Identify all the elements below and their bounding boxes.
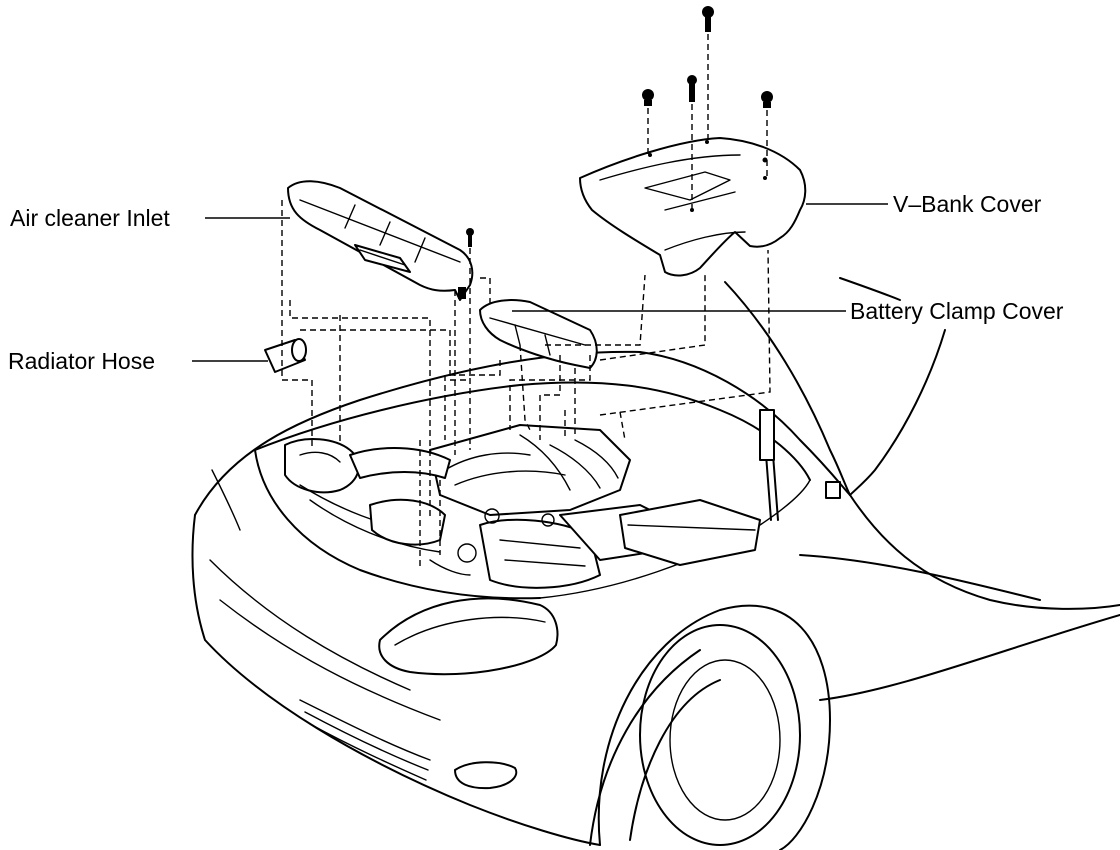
car-body: [191, 350, 1120, 846]
assembly-guide-lines: [281, 200, 771, 570]
air-cleaner-bolt: [466, 228, 474, 450]
engine-block: [284, 424, 761, 589]
hex-nut-icon: [761, 91, 773, 108]
bolt-icon: [466, 228, 474, 247]
bolt-icon: [702, 6, 714, 32]
label-radiator-hose: Radiator Hose: [8, 348, 155, 374]
hex-nut-icon: [642, 89, 654, 106]
label-v-bank-cover: V–Bank Cover: [893, 191, 1042, 217]
label-battery-clamp-cover: Battery Clamp Cover: [850, 298, 1064, 324]
label-air-cleaner-inlet: Air cleaner Inlet: [10, 205, 170, 231]
bolt-icon: [687, 75, 697, 102]
air-cleaner-inlet: [287, 180, 474, 301]
hood-support: [724, 277, 946, 521]
v-bank-cover-bolts: [642, 6, 773, 210]
leader-lines: [192, 203, 888, 362]
radiator-hose: [264, 338, 307, 373]
front-wheel: [597, 604, 831, 850]
